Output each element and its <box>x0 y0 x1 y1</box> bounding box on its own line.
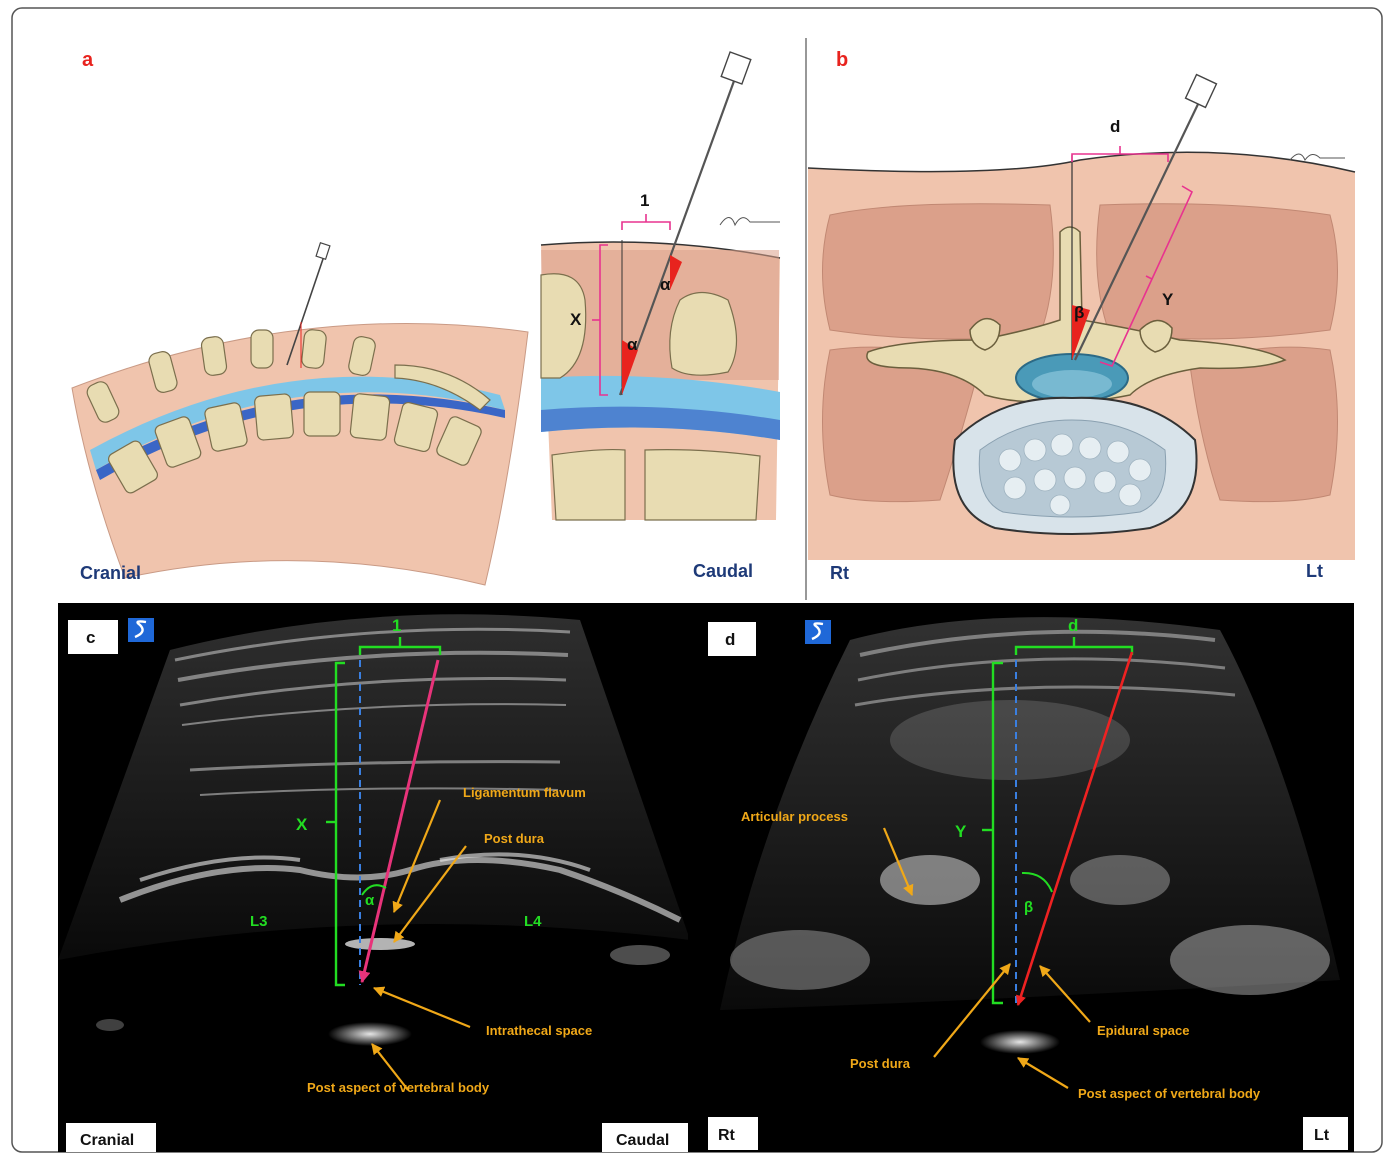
panel-d-angle-label: β <box>1024 899 1033 916</box>
panel-b-offset-label: d <box>1110 117 1120 136</box>
panel-c-level-l4: L4 <box>524 913 542 930</box>
panel-a-depth-label: X <box>570 310 582 329</box>
panel-c-level-l3: L3 <box>250 913 268 930</box>
panel-b-lt-label: Lt <box>1306 561 1323 581</box>
annotation-post-aspect-c: Post aspect of vertebral body <box>307 1080 490 1095</box>
annotation-ligamentum-flavum: Ligamentum flavum <box>463 785 586 800</box>
panel-a-letter: a <box>82 49 94 71</box>
panel-b-rt-label: Rt <box>830 563 849 583</box>
panel-a-caudal-label: Caudal <box>693 561 753 581</box>
panel-d-depth-label: Y <box>955 822 967 841</box>
panel-d-rt-label: Rt <box>718 1127 736 1144</box>
panel-c-offset-label: 1 <box>392 616 401 635</box>
annotation-post-dura-c: Post dura <box>484 831 545 846</box>
panel-a-offset-label: 1 <box>640 191 649 210</box>
panel-a-cranial-label: Cranial <box>80 563 141 583</box>
panel-d: d d Y β Articular process Epidural space… <box>688 603 1354 1152</box>
panel-a-angle-label-lower: α <box>627 335 638 354</box>
probe-logo-icon <box>128 618 154 642</box>
panel-a-angle-label-upper: α <box>660 275 671 294</box>
annotation-intrathecal-space: Intrathecal space <box>486 1023 592 1038</box>
panel-d-letter: d <box>725 630 735 649</box>
panel-d-lt-label: Lt <box>1314 1127 1330 1144</box>
annotation-post-aspect-d: Post aspect of vertebral body <box>1078 1086 1261 1101</box>
panel-c-caudal-label: Caudal <box>616 1132 669 1149</box>
annotation-epidural-space: Epidural space <box>1097 1023 1189 1038</box>
panel-c-angle-label: α <box>365 892 375 909</box>
panel-d-offset-label: d <box>1068 616 1078 635</box>
probe-logo-icon <box>805 620 831 644</box>
panel-c-letter: c <box>86 628 95 647</box>
panel-c-depth-label: X <box>296 815 308 834</box>
annotation-post-dura-d: Post dura <box>850 1056 911 1071</box>
annotation-articular-process: Articular process <box>741 809 848 824</box>
panel-c-cranial-label: Cranial <box>80 1132 134 1149</box>
panel-b-letter: b <box>836 49 848 71</box>
panel-b-depth-label: Y <box>1162 290 1174 309</box>
panel-c: c 1 X α L3 L4 Ligamentum flavum Post dur… <box>58 603 690 1152</box>
panel-b-angle-label: β <box>1074 303 1084 322</box>
